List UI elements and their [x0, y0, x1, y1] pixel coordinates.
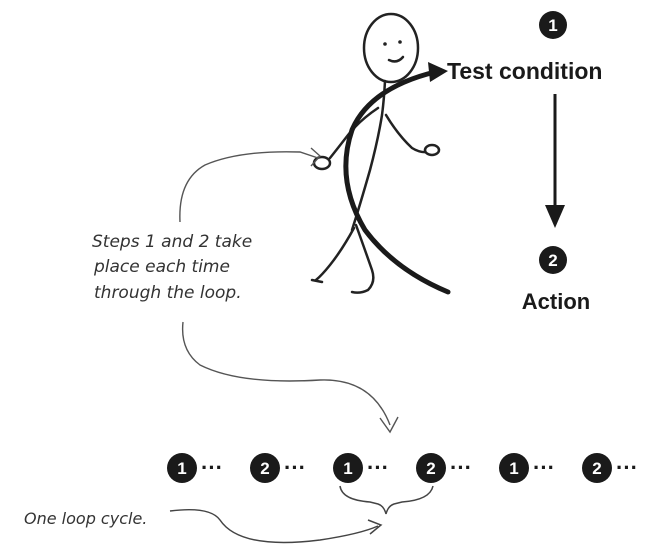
svg-text:1: 1	[548, 16, 557, 35]
down-arrow	[545, 94, 565, 228]
stick-figure	[310, 12, 441, 294]
note-to-figure-connector	[179, 151, 319, 223]
sequence-badge-step-2: 2	[416, 453, 446, 483]
steps-note: Steps 1 and 2 take place each time throu…	[92, 232, 252, 303]
sequence-badge-step-1: 1	[499, 453, 529, 483]
svg-text:2: 2	[592, 459, 601, 478]
svg-text:2: 2	[426, 459, 435, 478]
cycle-note: One loop cycle.	[24, 509, 147, 528]
sequence-ellipsis: ···	[533, 455, 555, 480]
sequence-ellipsis: ···	[367, 455, 389, 480]
svg-text:2: 2	[260, 459, 269, 478]
sequence-ellipsis: ···	[616, 455, 638, 480]
connector-tick	[310, 147, 321, 167]
svg-text:1: 1	[509, 459, 518, 478]
test-condition-label: Test condition	[447, 58, 602, 84]
svg-text:1: 1	[343, 459, 352, 478]
steps-note-line-2: place each time	[93, 257, 230, 277]
sequence-badge-step-1: 1	[167, 453, 197, 483]
loop-arc-arrowhead	[428, 62, 448, 82]
svg-text:2: 2	[548, 251, 557, 270]
step-one-badge: 1	[539, 11, 567, 39]
cycle-note-arrow-tick	[367, 519, 383, 535]
steps-note-line-3: through the loop.	[94, 283, 242, 303]
sequence-badge-step-1: 1	[333, 453, 363, 483]
svg-text:1: 1	[177, 459, 186, 478]
note-to-sequence-connector	[181, 321, 391, 426]
sequence-arrow-tick	[379, 416, 399, 434]
cycle-note-arrow	[169, 508, 379, 544]
cycle-brace	[339, 485, 434, 515]
loop-sequence: 1 ··· 2 ··· 1 ··· 2 ··· 1 ··· 2 ···	[167, 453, 638, 483]
sequence-badge-step-2: 2	[582, 453, 612, 483]
action-label: Action	[522, 289, 590, 314]
steps-note-line-1: Steps 1 and 2 take	[92, 232, 252, 252]
sequence-ellipsis: ···	[284, 455, 306, 480]
sequence-ellipsis: ···	[450, 455, 472, 480]
loop-arc-arrow	[343, 69, 451, 295]
step-two-badge: 2	[539, 246, 567, 274]
sequence-ellipsis: ···	[201, 455, 223, 480]
sequence-badge-step-2: 2	[250, 453, 280, 483]
